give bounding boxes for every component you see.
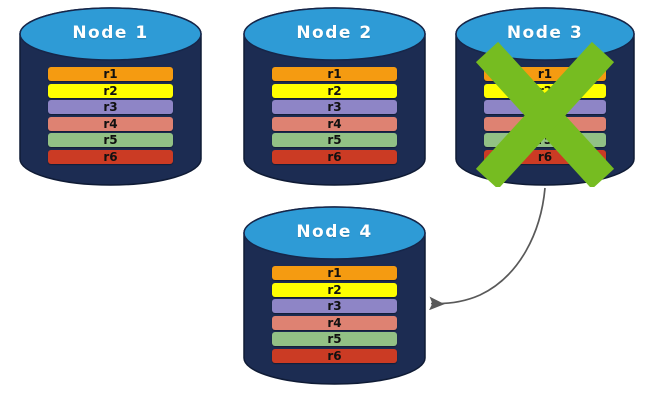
node-2-row-r6-label: r6 xyxy=(327,149,342,164)
node-4-row-r5-label: r5 xyxy=(327,332,342,347)
node-4-row-r3-label: r3 xyxy=(327,299,342,314)
node-1-row-r1[interactable]: r1 xyxy=(48,67,173,81)
cylinder-top xyxy=(455,7,635,61)
node-1-row-r5-label: r5 xyxy=(103,133,118,148)
node-3-row-r5[interactable]: r5 xyxy=(484,133,606,148)
node-2-row-r3-label: r3 xyxy=(327,100,342,115)
node-4-row-r1-label: r1 xyxy=(327,266,342,280)
node-4-row-r4-label: r4 xyxy=(327,315,342,330)
node-1-row-r2[interactable]: r2 xyxy=(48,83,173,98)
node-4-row-r6-label: r6 xyxy=(327,348,342,363)
node-3-row-r1[interactable]: r1 xyxy=(484,67,606,81)
node-4-row-r4[interactable]: r4 xyxy=(272,315,397,330)
node-3-row-r1-label: r1 xyxy=(537,67,553,81)
node-2-row-r1-label: r1 xyxy=(327,67,342,81)
node-4-row-r2-label: r2 xyxy=(327,282,342,297)
node-2-row-r2[interactable]: r2 xyxy=(272,83,397,98)
node-2-row-r5-label: r5 xyxy=(327,133,342,148)
node-2-row-r1[interactable]: r1 xyxy=(272,67,397,81)
node-3-row-r6[interactable]: r6 xyxy=(484,149,606,164)
node-3-row-r3[interactable]: r3 xyxy=(484,100,606,115)
node-1-row-r5[interactable]: r5 xyxy=(48,133,173,148)
node-1-row-r6-label: r6 xyxy=(103,149,118,164)
node-2-row-r4[interactable]: r4 xyxy=(272,116,397,131)
node-1-row-r2-label: r2 xyxy=(103,83,118,98)
node-1-row-r4[interactable]: r4 xyxy=(48,116,173,131)
node-4-row-r6[interactable]: r6 xyxy=(272,348,397,363)
node-2-row-r6[interactable]: r6 xyxy=(272,149,397,164)
cylinder-top xyxy=(243,7,426,61)
node-1-row-r6[interactable]: r6 xyxy=(48,149,173,164)
node-3-row-r4-label: r4 xyxy=(537,116,553,131)
node-1-row-r4-label: r4 xyxy=(103,116,118,131)
node-4-row-r1[interactable]: r1 xyxy=(272,266,397,280)
node-4-row-r2[interactable]: r2 xyxy=(272,282,397,297)
node-3-row-r2-label: r2 xyxy=(537,83,553,98)
node-3-row-r6-label: r6 xyxy=(537,149,553,164)
node-3-row-r2[interactable]: r2 xyxy=(484,83,606,98)
node-2-row-r5[interactable]: r5 xyxy=(272,133,397,148)
cylinder-top xyxy=(19,7,202,61)
node-2-row-r4-label: r4 xyxy=(327,116,342,131)
node-4-row-r3[interactable]: r3 xyxy=(272,299,397,314)
node-1-row-r1-label: r1 xyxy=(103,67,118,81)
node-3-row-r4[interactable]: r4 xyxy=(484,116,606,131)
node-1-row-r3[interactable]: r3 xyxy=(48,100,173,115)
node-4-row-r5[interactable]: r5 xyxy=(272,332,397,347)
node-2-row-r3[interactable]: r3 xyxy=(272,100,397,115)
node-3-row-r3-label: r3 xyxy=(537,100,553,115)
node-3-row-r5-label: r5 xyxy=(537,133,553,148)
node-2-row-r2-label: r2 xyxy=(327,83,342,98)
cylinder-top xyxy=(243,206,426,260)
node-1-row-r3-label: r3 xyxy=(103,100,118,115)
